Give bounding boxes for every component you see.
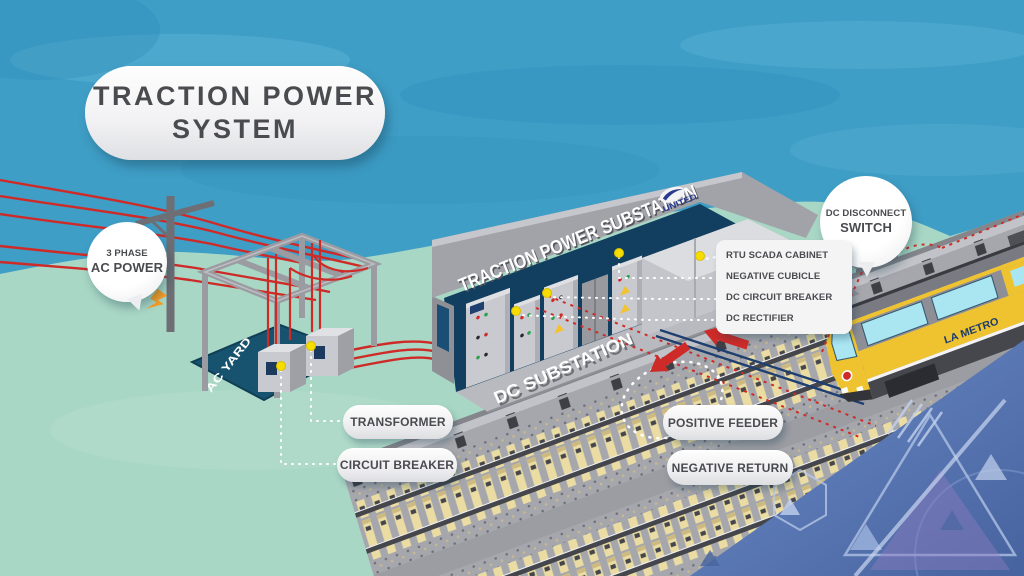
- yard-circuit-breaker-box: [258, 344, 306, 392]
- dc-cabinet-row: [466, 255, 642, 388]
- graphic-panel: [690, 340, 1024, 576]
- feeder-lines: [535, 295, 877, 439]
- leader-lines: [280, 256, 717, 465]
- train: LA METRO: [826, 113, 1024, 402]
- yard-transformer-box: [306, 328, 354, 376]
- flow-arrows: [650, 326, 750, 372]
- substation-left-wall: [432, 296, 454, 384]
- connection-dots: [276, 248, 705, 371]
